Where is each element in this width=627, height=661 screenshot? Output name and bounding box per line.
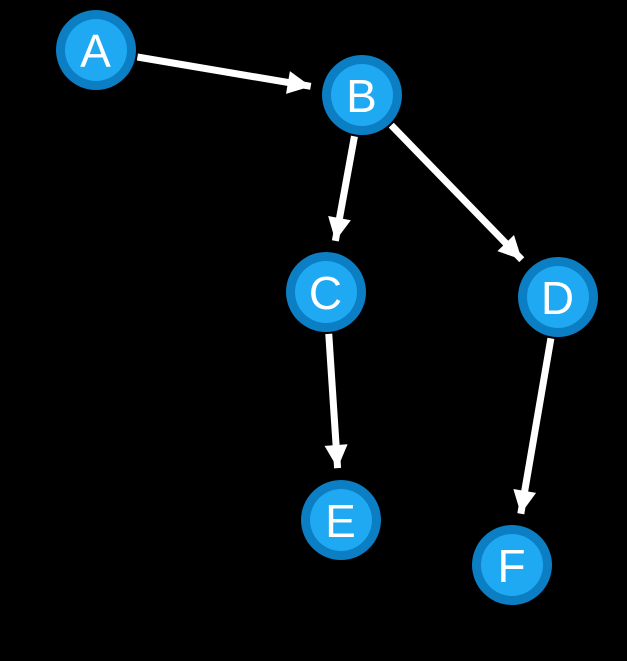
node-F[interactable]: F [472,525,552,605]
node-fill-D [527,266,589,328]
node-E[interactable]: E [301,480,381,560]
node-fill-E [310,489,372,551]
node-label-E: E [325,495,357,547]
edge-A-B [136,53,312,94]
edge-B-C [328,135,358,242]
node-C[interactable]: C [286,252,366,332]
edge-C-E [324,333,348,469]
node-fill-C [295,261,357,323]
node-D[interactable]: D [518,257,598,337]
node-A[interactable]: A [56,10,136,90]
node-label-A: A [80,25,112,77]
node-label-F: F [497,540,526,592]
edge-B-D [388,122,525,263]
node-B[interactable]: B [322,55,402,135]
edge-D-F [513,337,555,515]
node-label-C: C [309,267,343,319]
node-label-D: D [541,272,575,324]
node-fill-A [65,19,127,81]
node-fill-F [481,534,543,596]
node-label-B: B [346,70,378,122]
node-fill-B [331,64,393,126]
